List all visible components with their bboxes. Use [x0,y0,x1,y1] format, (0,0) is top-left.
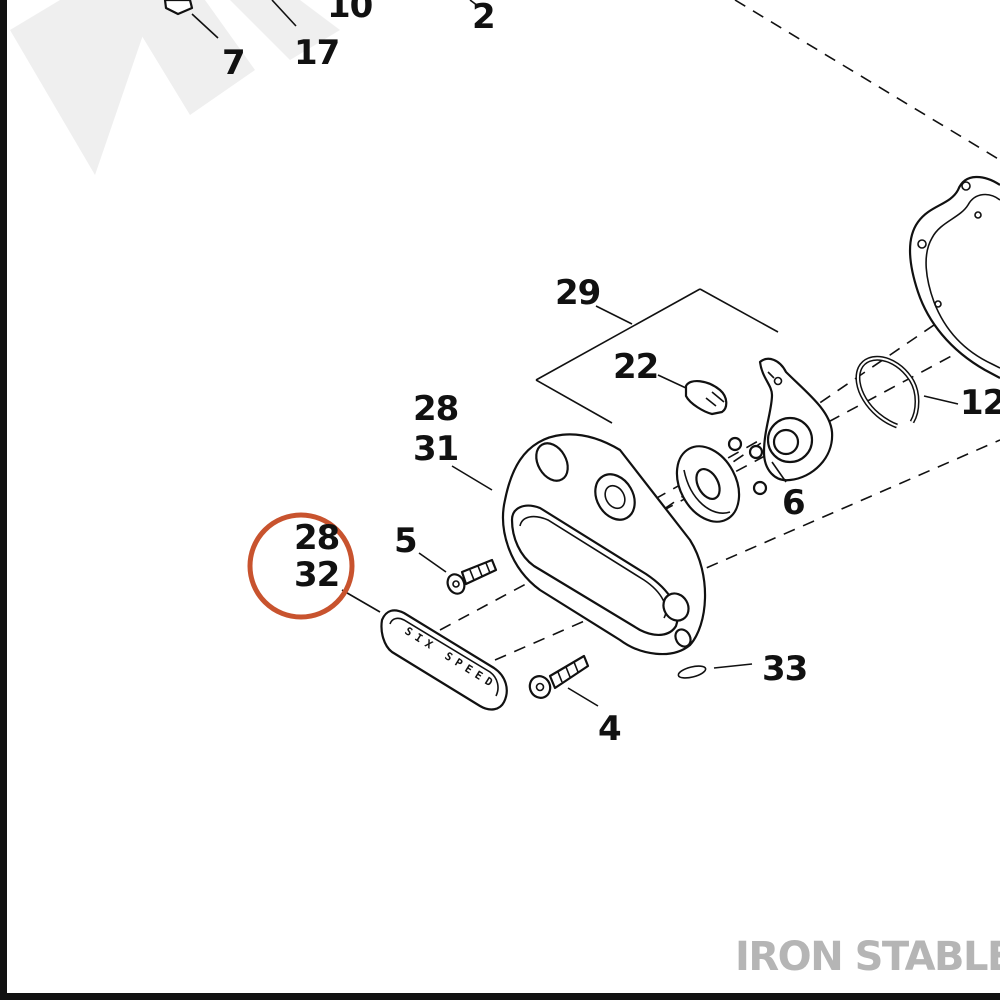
gasket-part [908,175,1000,379]
callout-28-cover: 28 [413,389,458,429]
dowel-pins [727,436,768,496]
callout-10: 10 [327,0,373,26]
callout-17: 17 [294,33,339,73]
bolt-part-4 [528,654,599,707]
frame-border-left [0,0,7,1000]
bolt-part-5 [418,552,498,595]
clip-part-22 [657,374,728,416]
callout-6: 6 [782,483,805,523]
callout-33: 33 [762,649,807,689]
highlight-circle [247,512,355,620]
callout-7: 7 [222,43,245,83]
watermark-stripes [10,0,340,175]
callout-4: 4 [598,709,621,749]
nut-part-7 [163,0,219,39]
callout-12: 12 [960,383,1000,423]
shift-lever-part-6 [758,357,834,483]
bracket-lines-29 [535,288,779,424]
callout-labels: 7 17 10 2 29 22 12 28 31 6 5 28 32 33 4 [222,0,1000,749]
callout-32: 32 [294,555,339,595]
callout-28-plate: 28 [294,518,339,558]
frame-border-bottom [0,993,1000,1000]
bearing-part [675,445,741,523]
o-ring-part-33 [677,663,753,679]
callout-31: 31 [413,429,458,469]
side-cover-part-28-31 [451,433,707,656]
callout-29: 29 [555,273,600,313]
leader-17 [271,0,297,27]
callout-2: 2 [472,0,495,37]
retaining-ring-part-12 [855,355,959,429]
callout-22: 22 [613,347,658,387]
watermark-text: IRON STABLE [735,934,1000,980]
callout-5: 5 [394,521,417,561]
leader-2 [469,0,479,7]
